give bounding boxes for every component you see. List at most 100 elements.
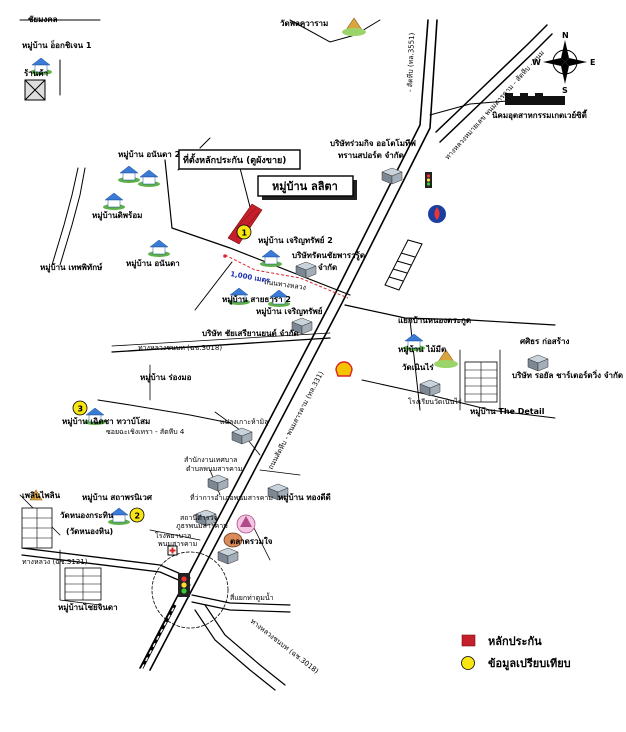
- compass-s: S: [562, 86, 568, 95]
- market-icon: [236, 514, 256, 534]
- shop-icon: [24, 79, 46, 101]
- roundabout: [151, 551, 229, 629]
- shell-station-icon: [335, 361, 353, 377]
- factory-block-icon: [384, 239, 423, 291]
- house-icon: [403, 333, 425, 351]
- label-wat-top: วัดพลคุวาราม: [280, 19, 328, 29]
- housing-grid-icon: [64, 567, 102, 601]
- label-mb-oakchen: หมู่บ้าน อ็อกชิเจน 1: [22, 39, 92, 51]
- office-building-icon: [381, 167, 403, 185]
- label-hospital2: พนมสารคาม: [158, 540, 197, 548]
- railway: [140, 604, 177, 669]
- label-mb-chaiyindee: หมู่บ้านไชยจินดา: [58, 602, 118, 613]
- label-company-auto: บริษัทร่วมกิจ ออโตโมทีฟ: [330, 138, 416, 148]
- site-office-label: ที่ตั้งหลักประกัน (ตูผังขาย): [183, 153, 286, 166]
- site-access-road: [164, 159, 351, 296]
- label-road-chaipo: ถนนทางหลวง: [264, 278, 307, 292]
- compass-w: W: [532, 58, 541, 67]
- village-callout: หมู่บ้าน ลลิตา: [257, 175, 357, 200]
- label-school-ninrai: โรงเรียนวัดเนินไร่: [408, 397, 462, 406]
- highway-right-a: [435, 24, 548, 133]
- temple-icon: [434, 349, 458, 368]
- label-mb-tepphithak: หมู่บ้าน เทพพิทักษ์: [40, 262, 103, 273]
- house-icon: [228, 287, 250, 305]
- info-marker-3: 3: [72, 400, 88, 416]
- label-mb-chutha: หมู่บ้าน เฉิดชา ทวาบ์โสม: [62, 416, 150, 427]
- house-icon: [108, 507, 130, 525]
- svg-text:3: 3: [78, 405, 84, 414]
- legend-site-label: หลักประกัน: [488, 635, 542, 648]
- label-company-chaipo2: จำกัด: [318, 263, 337, 272]
- info-marker-2: 2: [129, 507, 145, 523]
- compass-e: E: [590, 58, 595, 67]
- office-building-icon: [267, 483, 289, 501]
- highway-331-right: [149, 19, 438, 671]
- legend: หลักประกัน ข้อมูลเปรียบเทียบ: [461, 634, 571, 671]
- temple-icon: [29, 489, 43, 501]
- label-mb-thedetail: หมู่บ้าน The Detail: [470, 406, 545, 417]
- label-company-royal: บริษัท รอยัล ชาร์เตอร์ดวิ่ง จำกัด: [512, 369, 623, 380]
- office-building-icon: [207, 474, 229, 492]
- label-office-1b: ตำบลพนมสารคาม: [186, 465, 242, 473]
- label-wat-ninrai: วัดเนินไร่: [402, 362, 434, 372]
- label-office-1: สำนักงานเทศบาล: [184, 456, 237, 464]
- traffic-light-icon: [425, 172, 432, 188]
- label-mb-anankha2: หมู่บ้าน อนันดา 2: [118, 149, 180, 160]
- label-company-chaisiri: บริษัท ชัยเสรียานยนต์ จำกัด: [202, 328, 299, 338]
- house-icon: [138, 169, 160, 187]
- industrial-icon: [505, 93, 565, 105]
- office-building-icon: [195, 509, 217, 527]
- label-shop: ร้านค้า: [24, 68, 48, 78]
- label-market: ตลาดรวมใจ: [230, 536, 273, 546]
- highway-right-b: [439, 33, 553, 143]
- label-electric: แปลงเกาะห้ามิลุ: [220, 418, 268, 426]
- label-industrial: นิคมอุตสาหกรรมเกตเวย์ซิตี้: [492, 109, 588, 121]
- label-hw-right: ทางหลวงหมายเลข พนมสารคาม - สัตหีบ - พนม: [444, 49, 546, 162]
- house-icon: [268, 289, 290, 307]
- compass-n: N: [562, 31, 569, 40]
- label-police2: ภูธรพนมสารคาม: [176, 522, 228, 530]
- site-office-callout: ที่ตั้งหลักประกัน (ตูผังขาย): [178, 149, 301, 170]
- legend-item-site: หลักประกัน: [461, 634, 542, 648]
- office-icon-group: [195, 167, 549, 565]
- label-hw-331: ถนนสัตหีบ - พนมสารคาม (ทล.331): [267, 370, 326, 471]
- village-name-label: หมู่บ้าน ลลิตา: [272, 180, 338, 194]
- house-icon: [260, 249, 282, 267]
- house-icon: [30, 57, 52, 75]
- label-road-3018: ทางหลวงชนบท (ฉช.3018): [138, 344, 222, 352]
- label-wat-nongkrathin2: (วัดหนองหิน): [66, 527, 113, 536]
- label-paisai: เพลินไพลิน: [22, 490, 61, 500]
- housing-grid-icon: [21, 507, 53, 549]
- label-soi-4: ซอยฉะเชิงเทรา - สัตหีบ 4: [106, 428, 185, 436]
- office-building-icon: [231, 427, 253, 445]
- office-building-icon: [217, 547, 239, 565]
- label-company-chaipo: บริษัทรัตนชัยพารารู้ด: [292, 250, 365, 261]
- label-mb-anankha: หมู่บ้าน อนันดา: [126, 258, 180, 269]
- office-building-icon: [291, 317, 313, 335]
- label-mb-charoensap2: หมู่บ้าน เจริญทรัพย์ 2: [258, 235, 333, 246]
- compass-rose: N S E W: [532, 31, 595, 95]
- highway-331-left: [139, 19, 429, 669]
- house-icon-group: [30, 57, 425, 525]
- label-mb-thongdee: หมู่บ้าน ทองดีดี: [278, 492, 331, 503]
- police-icon: [223, 532, 243, 548]
- house-icon: [103, 192, 125, 210]
- label-hw-bottom: ทางหลวงชนบท (ฉช.3018): [249, 617, 320, 675]
- label-police: สถานีตำรวจ: [180, 514, 218, 522]
- label-company-auto2: ทรานสปอร์ต จำกัด: [338, 150, 404, 160]
- gas-station-icon: [428, 205, 446, 223]
- label-builder: ศศิธร ก่อสร้าง: [520, 336, 569, 346]
- place-labels: ชัยมงคล วัดพลคุวาราม หมู่บ้าน อ็อกชิเจน …: [22, 15, 623, 675]
- svg-text:1: 1: [242, 229, 248, 238]
- label-road-3121: ทางหลวง (ฉช.3121): [22, 558, 88, 566]
- label-hospital: โรงพยาบาล: [155, 531, 191, 540]
- house-icon: [84, 407, 106, 425]
- traffic-light-icon: [178, 573, 190, 597]
- label-wat-nongkrathin: วัดหนองกระทิน: [60, 511, 114, 520]
- house-icon: [148, 239, 170, 257]
- label-mb-salanri: หมู่บ้าน สถาพรนิเวศ: [82, 492, 153, 503]
- housing-grid-icon: [464, 361, 498, 403]
- label-mb-diprom: หมู่บ้านดิพร้อม: [92, 210, 142, 221]
- info-marker-1: 1: [236, 224, 252, 240]
